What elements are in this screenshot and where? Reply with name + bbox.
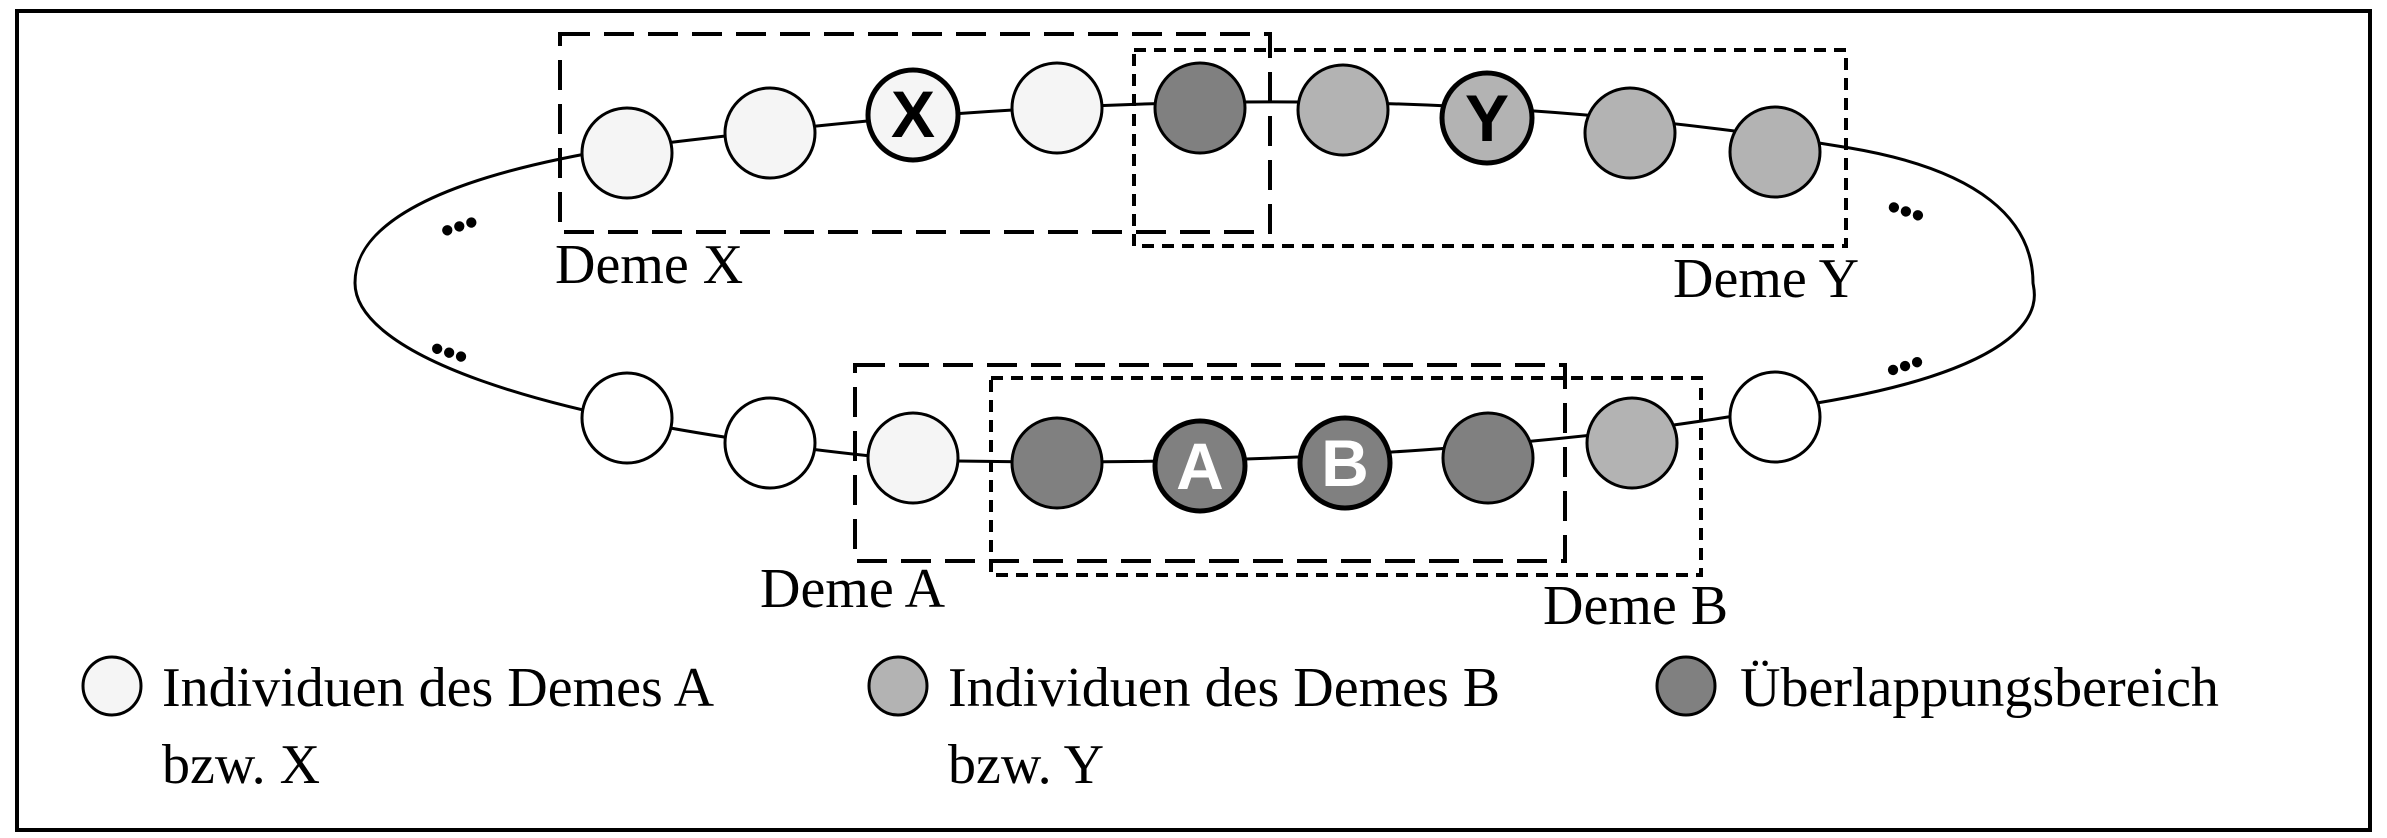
deme-y-label: Deme Y: [1673, 248, 1859, 310]
deme-a-box: [853, 363, 1567, 563]
individual-a-label: A: [1176, 429, 1224, 503]
individual-node: [1296, 63, 1390, 157]
individual-y-node: [1439, 70, 1535, 166]
legend-label-deme-b-y-line2: bzw. Y: [948, 734, 1104, 796]
individual-node: [580, 371, 674, 465]
legend-label-deme-a-x-line2: bzw. X: [162, 734, 320, 796]
deme-x-box: [558, 32, 1272, 234]
overlap-node: [1441, 411, 1535, 505]
individual-x-label: X: [891, 77, 935, 151]
individual-node: [1728, 370, 1822, 464]
deme-a-label: Deme A: [760, 558, 946, 620]
deme-y-box: [1132, 48, 1848, 248]
continuation-dots-upper-left: •••: [435, 200, 484, 251]
individual-node: [866, 411, 960, 505]
individual-node: [1728, 105, 1822, 199]
individual-node: [1010, 61, 1104, 155]
individual-node: [723, 396, 817, 490]
individual-node: [723, 86, 817, 180]
ring-path: [353, 100, 2036, 464]
individual-x-node: [865, 67, 961, 163]
individual-y-label: Y: [1465, 81, 1509, 155]
legend-label-deme-a-x-line1: Individuen des Demes A: [162, 657, 715, 719]
legend-swatch-deme-a-x: [81, 655, 143, 717]
individual-b-node: [1297, 415, 1393, 511]
individual-b-label: B: [1321, 426, 1369, 500]
deme-x-label: Deme X: [555, 234, 743, 296]
continuation-dots-lower-left: •••: [425, 327, 474, 378]
individual-node: [1585, 396, 1679, 490]
legend-label-deme-b-y-line1: Individuen des Demes B: [948, 657, 1500, 719]
overlap-node: [1010, 416, 1104, 510]
overlap-node: [1153, 61, 1247, 155]
deme-b-label: Deme B: [1543, 575, 1728, 637]
legend-label-overlap: Überlappungsbereich: [1740, 657, 2219, 719]
continuation-dots-upper-right: •••: [1882, 185, 1931, 236]
legend-swatch-deme-b-y: [867, 655, 929, 717]
individual-a-node: [1152, 418, 1248, 514]
deme-b-box: [989, 376, 1703, 577]
individual-node: [580, 106, 674, 200]
individual-node: [1583, 86, 1677, 180]
continuation-dots-lower-right: •••: [1881, 340, 1930, 391]
legend: Individuen des Demes A bzw. X Individuen…: [81, 655, 2219, 796]
legend-swatch-overlap: [1655, 655, 1717, 717]
outer-frame: [15, 9, 2372, 832]
